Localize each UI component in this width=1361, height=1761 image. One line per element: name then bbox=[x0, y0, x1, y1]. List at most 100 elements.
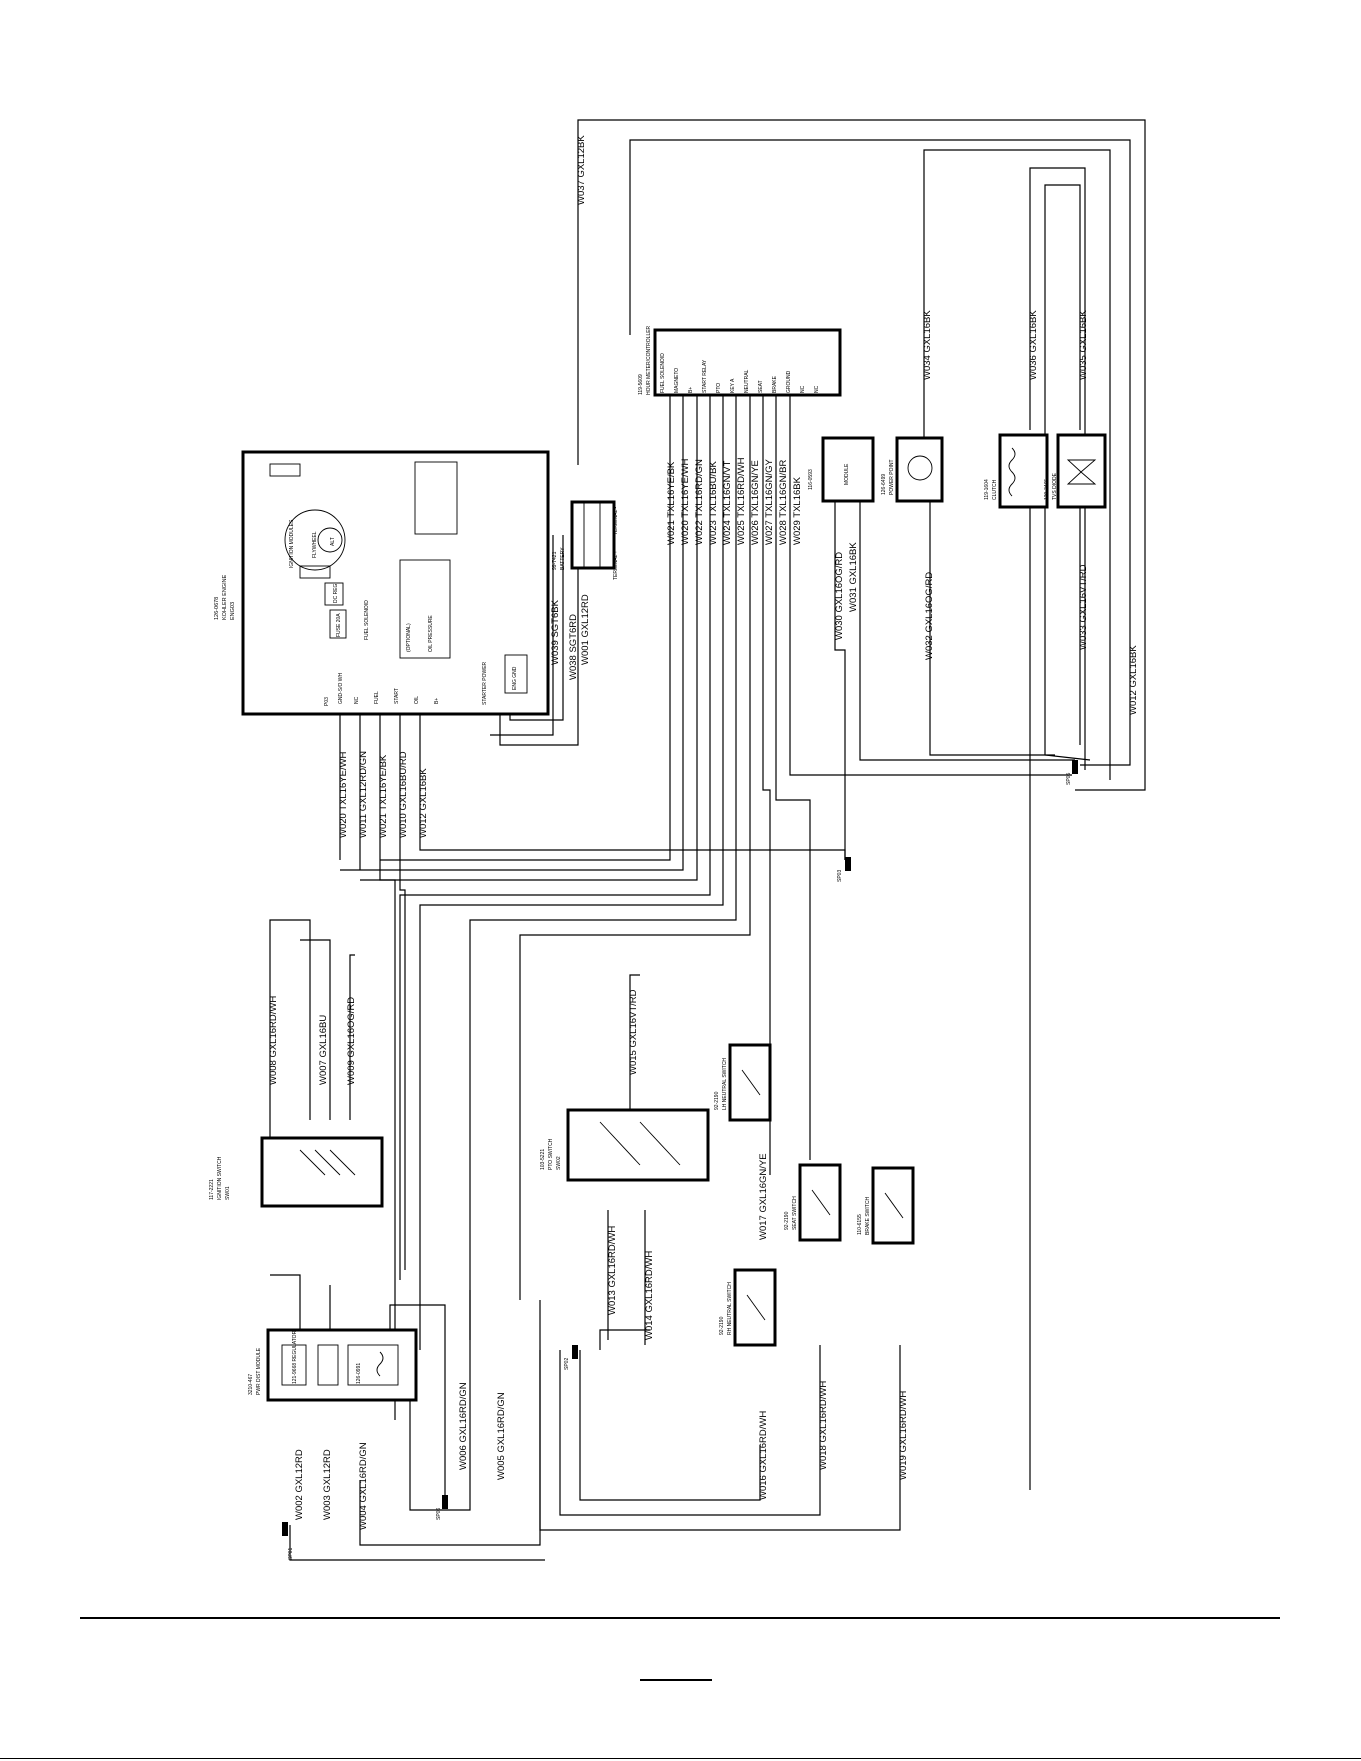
wire-w020-engine: W020 TXL16YE/WH bbox=[338, 751, 349, 838]
optional-label: (OPTIONAL) bbox=[406, 623, 412, 652]
pto-ref: SW02 bbox=[556, 1156, 562, 1170]
wire-w028: W028 TXL16GN/BR bbox=[778, 459, 789, 545]
wire-w003: W003 GXL12RD bbox=[322, 1449, 333, 1520]
module-box bbox=[821, 436, 875, 503]
clutch-box bbox=[998, 433, 1049, 509]
wire-w013: W013 GXL16RD/WH bbox=[607, 1226, 618, 1315]
splice-sp02 bbox=[572, 1345, 578, 1359]
spark-plug-icon bbox=[269, 463, 301, 477]
engine-name: KOHLER ENGINE bbox=[222, 574, 228, 620]
oil-pressure-box bbox=[399, 559, 451, 659]
seat-name: SEAT SWITCH bbox=[792, 1196, 798, 1230]
controller-part: 119-5609 bbox=[638, 374, 644, 395]
controller-pin: B+ bbox=[688, 387, 694, 393]
alt-label: ALT bbox=[330, 537, 336, 546]
hour-meter-controller: 119-5609 HOUR METER/CONTROLLER FUEL SOLE… bbox=[638, 325, 842, 397]
wire-w012-engine: W012 GXL16BK bbox=[418, 768, 429, 838]
sp06-label: SP06 bbox=[436, 1508, 442, 1520]
pdm-part: 3210-467 bbox=[248, 1374, 254, 1395]
pdm-regulator: 121-9668 REGULATOR bbox=[292, 1330, 298, 1384]
splice-sp05 bbox=[1072, 760, 1078, 774]
controller-pin: KEY A bbox=[730, 378, 736, 393]
ignition-switch: 117-2221 IGNITION SWITCH SW01 bbox=[209, 1136, 384, 1208]
fuse-icon bbox=[329, 609, 347, 639]
wire-labels: W037 GXL12BK W021 TXL16YE/BK W020 TXL16Y… bbox=[268, 135, 1139, 1530]
ignition-part: 117-2221 bbox=[209, 1179, 215, 1200]
wire-w027: W027 TXL16GN/GY bbox=[764, 458, 775, 545]
pdm-name: PWR DIST MODULE bbox=[256, 1347, 262, 1395]
engine-block: 126-0678 KOHLER ENGINE ENG03 ALT FLYWHEE… bbox=[214, 450, 550, 716]
wire-w018: W018 GXL16RD/WH bbox=[818, 1381, 829, 1470]
coil-icon bbox=[1008, 447, 1016, 497]
ignition-ref: SW01 bbox=[225, 1186, 231, 1200]
module-name: MODULE bbox=[844, 463, 850, 485]
safety-switches: 92-2190 LH NEUTRAL SWITCH 92-2190 SEAT S… bbox=[714, 1043, 915, 1347]
wire-w038: W038 SGT6RD bbox=[568, 614, 579, 680]
relay-coil-icon bbox=[376, 1351, 384, 1377]
rh-neutral-switch bbox=[733, 1268, 777, 1347]
power-point-icon bbox=[907, 455, 933, 481]
wire-w014: W014 GXL16RD/WH bbox=[644, 1251, 655, 1340]
clutch-part: 119-1604 bbox=[984, 479, 990, 500]
controller-pin: FUEL SOLENOID bbox=[660, 353, 666, 393]
starter-power-label: STARTER POWER bbox=[482, 661, 488, 705]
controller-pin: NEUTRAL bbox=[744, 369, 750, 393]
power-point-box bbox=[895, 436, 944, 503]
sp02-label: SP02 bbox=[564, 1358, 570, 1370]
bottom-rule bbox=[0, 1758, 1361, 1759]
engine-pin-bplus: B+ bbox=[434, 698, 440, 704]
wire-w007: W007 GXL16BU bbox=[318, 1015, 329, 1085]
flywheel-label: FLYWHEEL bbox=[312, 531, 318, 558]
wire-w026: W026 TXL16GN/YE bbox=[750, 460, 761, 545]
diode-icon bbox=[1066, 459, 1097, 473]
ignition-name: IGNITION SWITCH bbox=[217, 1156, 223, 1200]
sp05-label: SP05 bbox=[1066, 773, 1072, 785]
wire-w029: W029 TXL16BK bbox=[792, 476, 803, 545]
controller-pin: MAGNETO bbox=[674, 368, 680, 393]
wire-w004: W004 GXL16RD/GN bbox=[358, 1442, 369, 1530]
relay-k01-box bbox=[347, 1344, 399, 1386]
dc-reg-box bbox=[324, 582, 344, 606]
diode-part: 120-3465 bbox=[1044, 479, 1050, 500]
lh-neutral-switch bbox=[728, 1043, 772, 1122]
wire-w035: W035 GXL16BK bbox=[1078, 310, 1089, 380]
power-point-part: 126-6499 bbox=[881, 474, 887, 495]
wire-w037: W037 GXL12BK bbox=[576, 135, 587, 205]
alternator-icon bbox=[317, 527, 343, 553]
wire-w023: W023 TXL16BU/BK bbox=[708, 461, 719, 545]
clutch-name: CLUTCH bbox=[992, 479, 998, 500]
wire-w033: W033 GXL16VT/RD bbox=[1078, 564, 1089, 650]
small-modules: 116-0593 MODULE 126-6499 POWER POINT 119… bbox=[808, 433, 1107, 509]
fuse-label: FUSE 20A bbox=[336, 613, 342, 637]
wire-w024: W024 TXL16GN/VT bbox=[722, 460, 733, 545]
wire-w034: W034 GXL16BK bbox=[922, 310, 933, 380]
diode-icon bbox=[1066, 471, 1097, 485]
wire-w020: W020 TXL16YE/WH bbox=[680, 458, 691, 545]
wire-w010: W010 GXL16BU/RD bbox=[398, 751, 409, 838]
dc-reg-label: DC REG bbox=[333, 583, 339, 603]
splice-sp06 bbox=[442, 1495, 448, 1509]
footer-rule bbox=[80, 1617, 1280, 1619]
battery: 99-7421 BATTERY TERMINAL - TERMINAL + bbox=[552, 500, 619, 580]
controller-pin: NC bbox=[800, 385, 806, 393]
wire-w021: W021 TXL16YE/BK bbox=[666, 461, 677, 545]
controller-pin: PTO bbox=[716, 383, 722, 393]
pto-name: PTO SWITCH bbox=[548, 1138, 554, 1170]
engine-part: 126-0678 bbox=[214, 597, 220, 620]
splices: SP01 SP02 SP03 SP05 SP06 bbox=[282, 760, 1078, 1560]
splice-sp01 bbox=[282, 1522, 288, 1536]
controller-pin: NC bbox=[814, 385, 820, 393]
sp01-label: SP01 bbox=[288, 1548, 294, 1560]
battery-part: 99-7421 bbox=[552, 551, 558, 570]
engine-connector: P03 bbox=[324, 697, 330, 706]
pto-part: 103-5221 bbox=[540, 1149, 546, 1170]
pdm-relay: 126-0991 bbox=[356, 1363, 362, 1384]
controller-pin: SEAT bbox=[758, 380, 764, 393]
engine-pin-gnd: GND-S/O WH bbox=[338, 673, 344, 704]
wire-w019: W019 GXL16RD/WH bbox=[898, 1391, 909, 1480]
rh-neutral-name: RH NEUTRAL SWITCH bbox=[727, 1282, 733, 1335]
regulator-box bbox=[281, 1344, 307, 1386]
eng-gnd-box bbox=[504, 654, 528, 694]
wire-w030: W030 GXL16OG/RD bbox=[834, 552, 845, 640]
wire-w001: W001 GXL12RD bbox=[580, 594, 591, 665]
